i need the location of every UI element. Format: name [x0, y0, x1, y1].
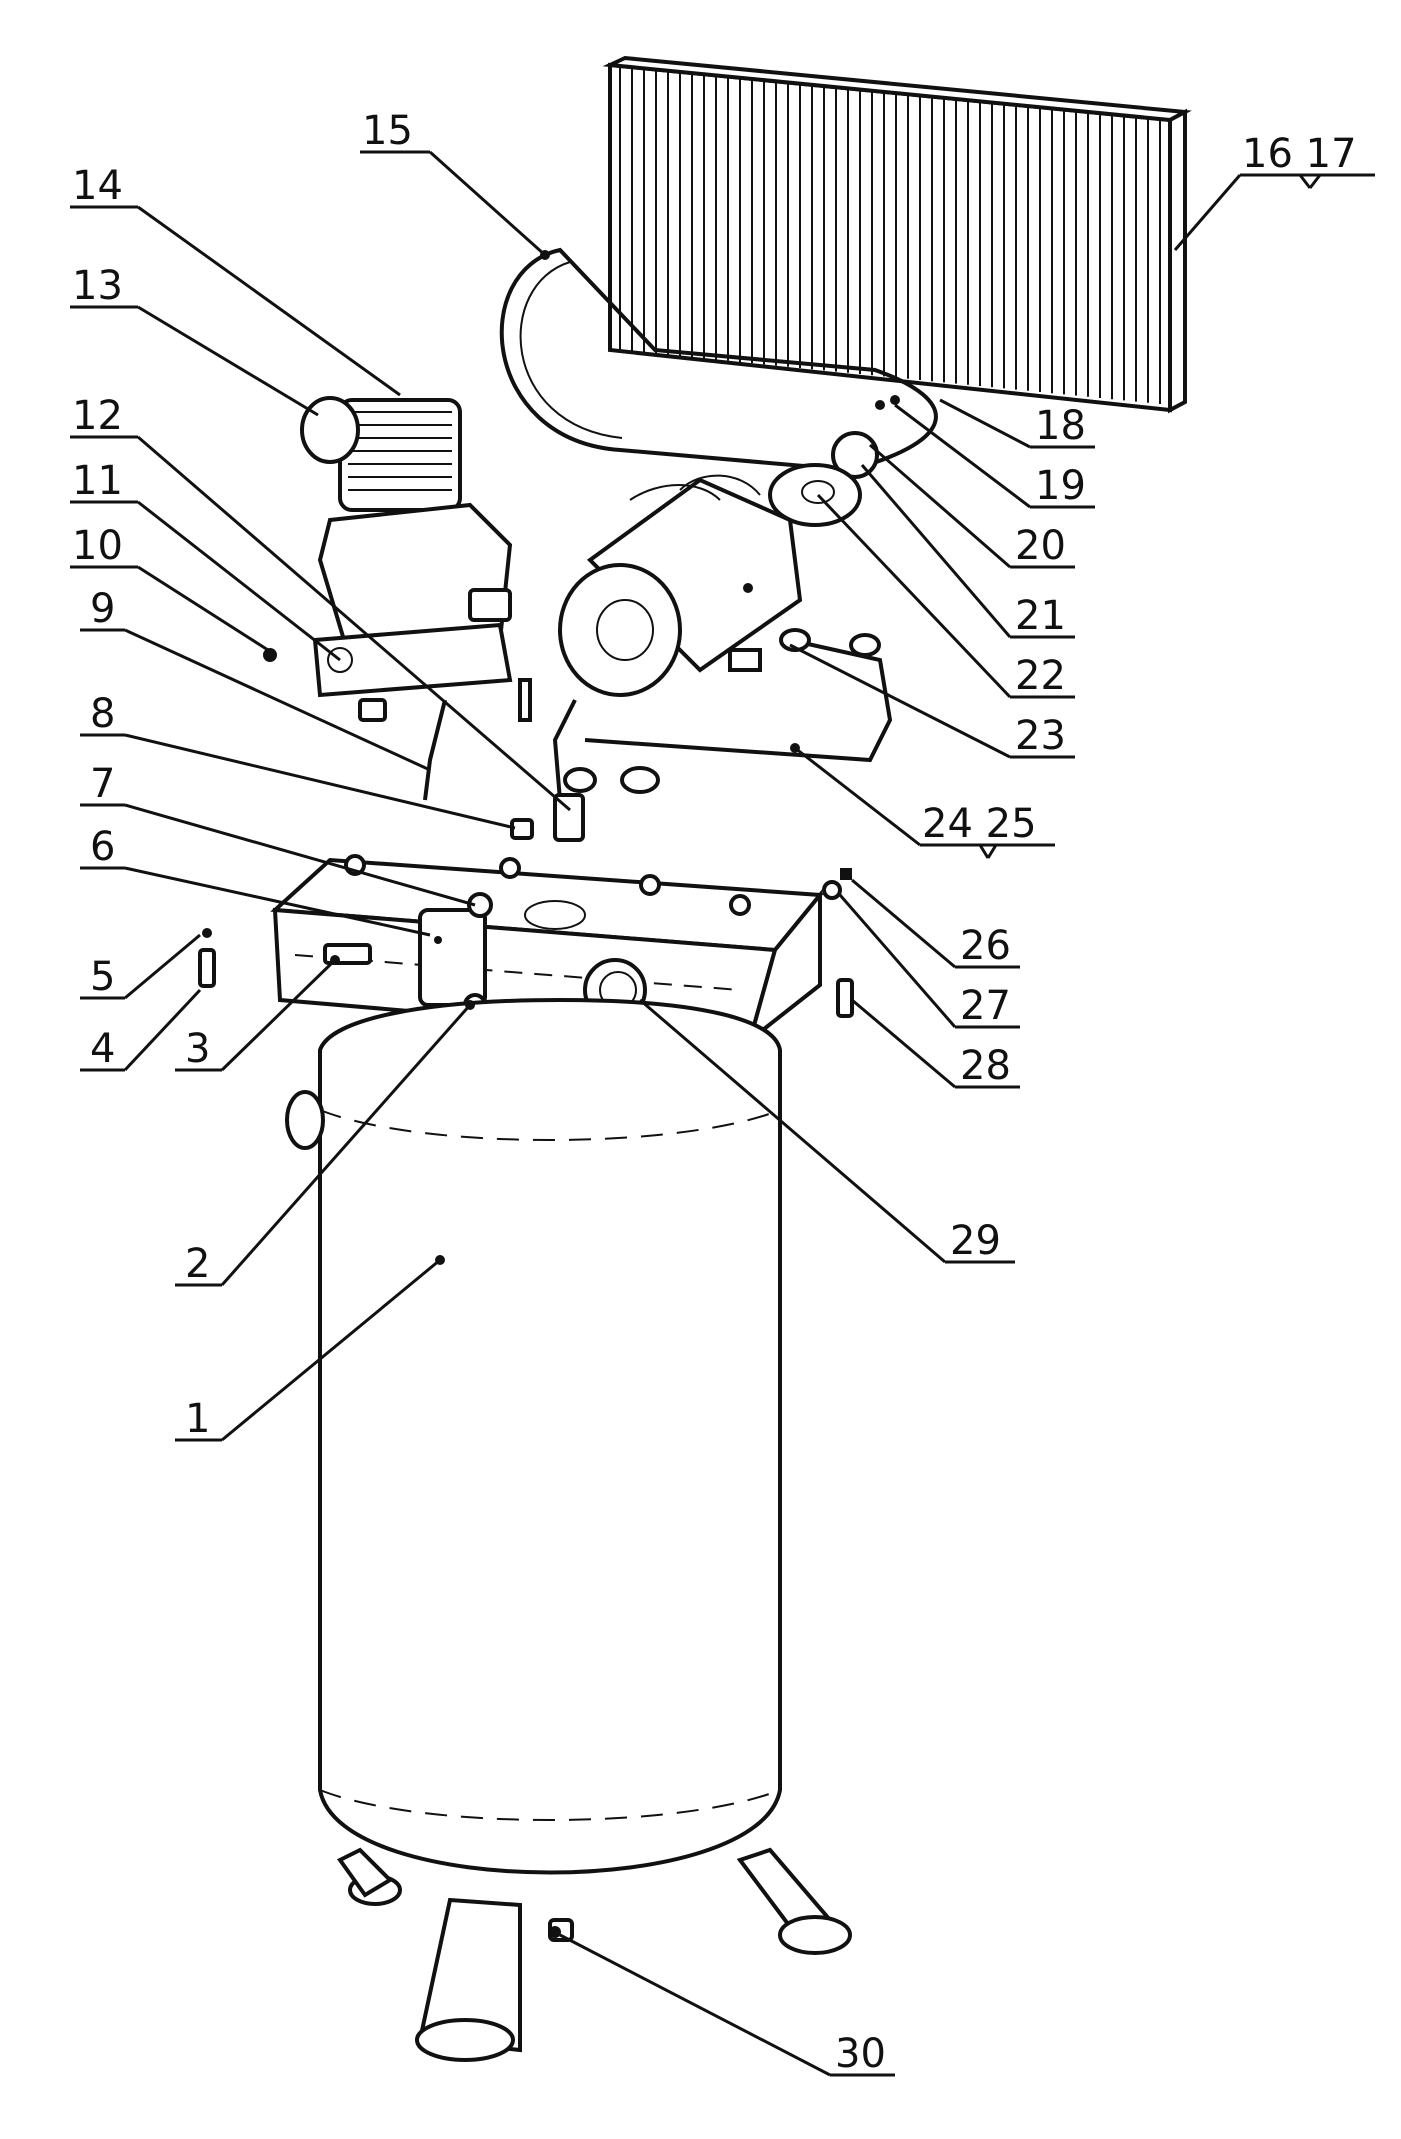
callout-label-19: 19 — [1035, 463, 1086, 509]
callout-1: 1 — [175, 1255, 445, 1442]
callout-label-1: 1 — [185, 1396, 210, 1442]
callouts: 1 2 3 4 5 6 — [70, 108, 1375, 2077]
callout-18: 18 — [939, 398, 1095, 449]
callout-24-25: 24 25 — [790, 743, 1055, 859]
fitting — [510, 818, 534, 840]
callout-20: 20 — [869, 443, 1075, 569]
callout-23: 23 — [789, 643, 1075, 759]
discharge-tube — [552, 628, 893, 801]
belt-guard — [602, 55, 1192, 414]
callout-4: 4 — [80, 988, 202, 1072]
callout-8: 8 — [80, 691, 516, 830]
drive-belt — [499, 247, 938, 473]
callout-label-28: 28 — [960, 1043, 1011, 1089]
callout-29: 29 — [639, 998, 1015, 1264]
callout-label-13: 13 — [72, 263, 123, 309]
callout-label-11: 11 — [72, 458, 123, 504]
callout-14: 14 — [70, 163, 401, 397]
callout-label-27: 27 — [960, 983, 1011, 1029]
callout-5: 5 — [80, 933, 201, 1000]
callout-label-26: 26 — [960, 923, 1011, 969]
callout-label-6: 6 — [90, 824, 115, 870]
callout-10: 10 — [70, 523, 269, 652]
callout-label-7: 7 — [90, 761, 115, 807]
callout-15: 15 — [360, 108, 550, 260]
callout-label-30: 30 — [835, 2031, 886, 2077]
callout-label-18: 18 — [1035, 403, 1086, 449]
callout-16-17: 16 17 — [1173, 131, 1375, 251]
outlet-tube — [423, 699, 447, 801]
callout-6: 6 — [80, 824, 431, 937]
callout-22: 22 — [816, 493, 1075, 699]
callout-9: 9 — [80, 586, 431, 772]
callout-28: 28 — [851, 998, 1020, 1089]
callout-7: 7 — [80, 761, 476, 907]
motor — [558, 474, 803, 697]
callout-label-14: 14 — [72, 163, 123, 209]
callout-label-15: 15 — [362, 108, 413, 154]
callout-label-22: 22 — [1015, 653, 1066, 699]
callout-label-21: 21 — [1015, 593, 1066, 639]
callout-label-4: 4 — [90, 1026, 115, 1072]
callout-26: 26 — [851, 878, 1020, 969]
check-valve — [553, 793, 585, 842]
fasteners — [198, 868, 854, 1018]
pulley-assembly — [768, 395, 900, 527]
callout-label-2: 2 — [185, 1241, 210, 1287]
callout-27: 27 — [838, 894, 1020, 1029]
callout-label-3: 3 — [185, 1026, 210, 1072]
callout-label-8: 8 — [90, 691, 115, 737]
callout-13: 13 — [70, 263, 319, 417]
callout-2: 2 — [175, 1000, 475, 1287]
callout-label-29: 29 — [950, 1218, 1001, 1264]
callout-label-12: 12 — [72, 393, 123, 439]
callout-3: 3 — [175, 955, 340, 1072]
callout-12: 12 — [70, 393, 571, 812]
callout-label-16-17: 16 17 — [1242, 131, 1357, 177]
callout-label-23: 23 — [1015, 713, 1066, 759]
tank-legs — [337, 1847, 852, 2062]
callout-label-24-25: 24 25 — [922, 801, 1037, 847]
callout-30: 30 — [549, 1926, 895, 2077]
callout-label-5: 5 — [90, 954, 115, 1000]
pump-head — [263, 396, 532, 722]
compressor-artwork — [198, 55, 1192, 2062]
callout-label-9: 9 — [90, 586, 115, 632]
callout-19: 19 — [894, 403, 1095, 509]
callout-11: 11 — [70, 458, 341, 662]
pressure-switch — [418, 892, 493, 1017]
callout-label-10: 10 — [72, 523, 123, 569]
tank — [285, 997, 782, 1875]
callout-label-20: 20 — [1015, 523, 1066, 569]
callout-21: 21 — [860, 464, 1075, 639]
